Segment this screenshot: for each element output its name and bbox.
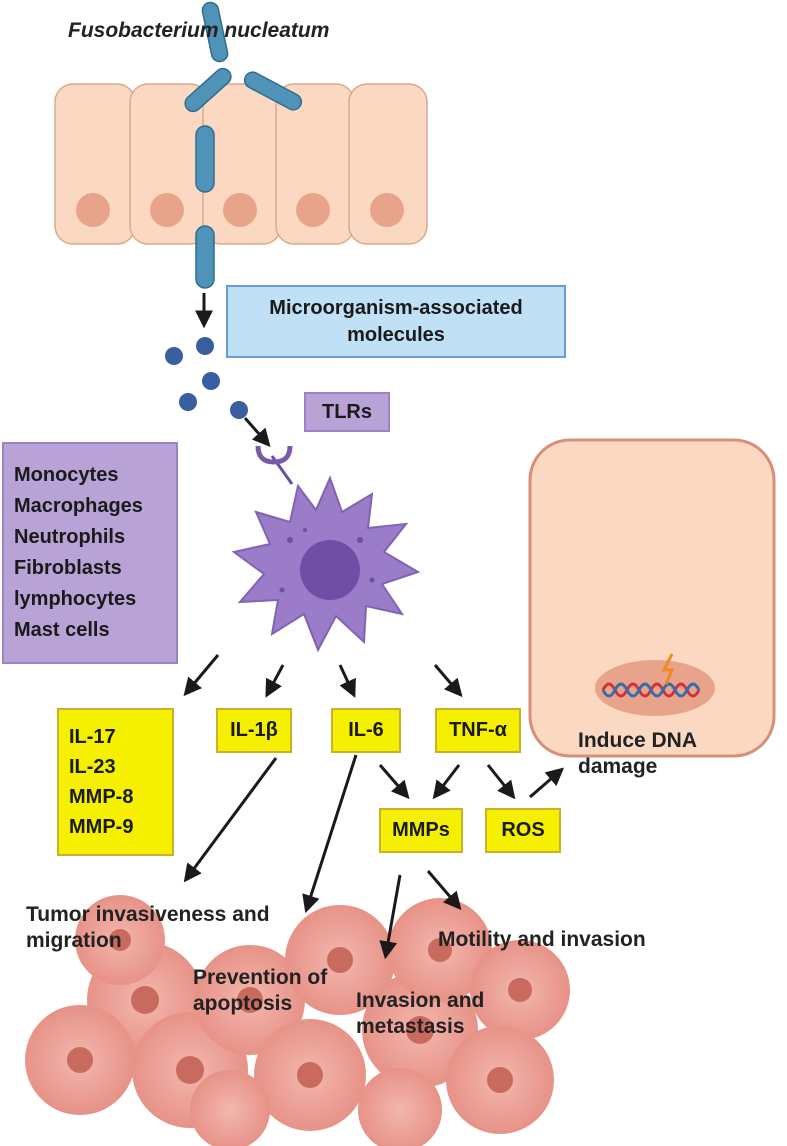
molecules [165,337,248,419]
mediator-item: IL-17 [69,726,116,748]
cell-type-item: Mast cells [14,619,110,641]
il1b-box: IL-1β [216,708,292,753]
tnfa-label: TNF-α [449,719,507,741]
il1b-label: IL-1β [230,719,278,741]
il6-label: IL-6 [348,719,384,741]
ros-label: ROS [501,819,545,841]
tumor-cluster [25,895,570,1146]
cell-type-item: Macrophages [14,495,143,517]
mediator-item: MMP-8 [69,786,134,808]
cell-types-box: Monocytes Macrophages Neutrophils Fibrob… [2,442,178,664]
mediator-item: IL-23 [69,756,116,778]
dna-damage-cell [528,438,776,758]
arrows [183,293,565,960]
ros-box: ROS [485,808,561,853]
mmps-label: MMPs [392,819,450,841]
invasion-metastasis-label: Invasion and metastasis [356,989,485,1039]
mediator-item: MMP-9 [69,816,134,838]
tumor-invasiveness-label: Tumor invasiveness and migration [26,903,270,953]
cell-type-item: Neutrophils [14,526,126,548]
tnfa-box: TNF-α [435,708,521,753]
cell-type-item: Monocytes [14,464,119,486]
microorganism-molecules-label: Microorganism-associated molecules [269,296,523,346]
motility-invasion-label: Motility and invasion [438,928,646,951]
bacteria [184,1,303,289]
epithelial-cells [54,83,428,245]
prevention-apoptosis-label: Prevention of apoptosis [193,966,328,1016]
cell-type-item: lymphocytes [14,588,137,610]
tlrs-box: TLRs [304,392,390,432]
il6-box: IL-6 [331,708,401,753]
bacterium-label: Fusobacterium nucleatum [68,19,330,42]
cell-type-item: Fibroblasts [14,557,122,579]
tlr-receptor-cup [255,445,293,465]
microorganism-molecules-box: Microorganism-associated molecules [226,285,566,358]
tlrs-label: TLRs [322,400,372,423]
dna-damage-label: Induce DNA damage [578,729,697,779]
mediator-group1-box: IL-17 IL-23 MMP-8 MMP-9 [57,708,174,856]
immune-cell [231,475,421,653]
mmps-box: MMPs [379,808,463,853]
